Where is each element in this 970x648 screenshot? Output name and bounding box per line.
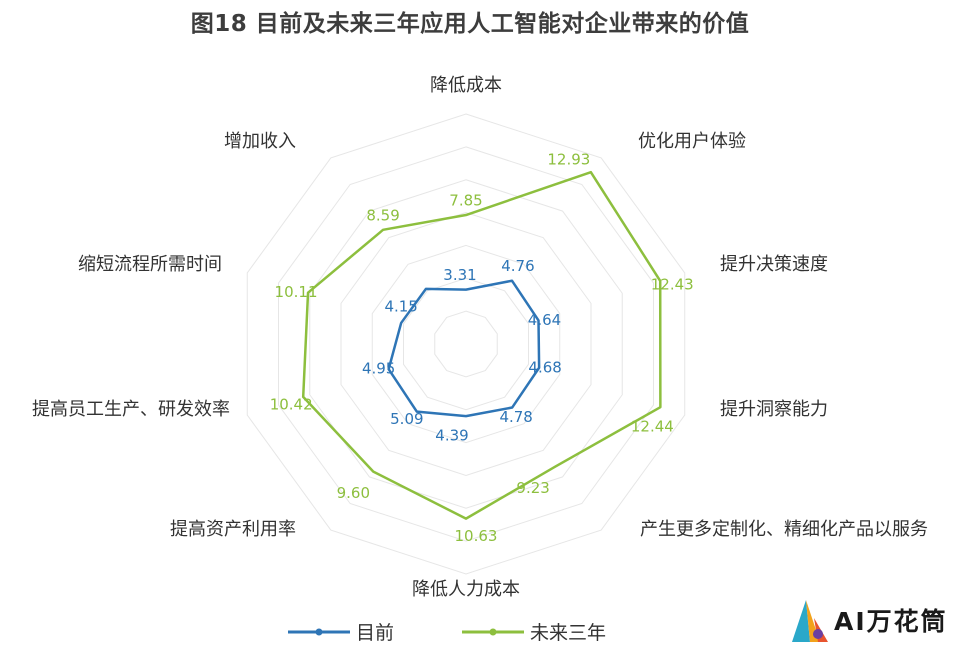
axis-label: 降低成本 [430, 75, 502, 96]
legend-swatch-current [288, 628, 350, 635]
data-label-future: 12.44 [631, 418, 674, 436]
axis-label: 增加收入 [224, 131, 296, 152]
data-label-future: 10.11 [275, 283, 318, 301]
series-layer [301, 170, 662, 520]
axis-label: 降低人力成本 [412, 579, 520, 600]
axis-label: 提高资产利用率 [170, 519, 296, 540]
grid-ring [246, 113, 686, 575]
data-label-future: 9.60 [337, 484, 370, 502]
legend-item-future[interactable]: 未来三年 [462, 618, 606, 645]
data-label-current: 4.64 [528, 311, 561, 329]
data-label-current: 4.76 [501, 257, 534, 275]
axis-labels: 降低成本优化用户体验提升决策速度提升洞察能力产生更多定制化、精细化产品以服务降低… [32, 75, 928, 600]
axis-label: 提升洞察能力 [720, 399, 828, 420]
axis-label: 优化用户体验 [638, 131, 746, 152]
axis-label: 缩短流程所需时间 [78, 254, 222, 275]
radar-grid [246, 113, 686, 575]
data-label-current: 4.95 [362, 360, 395, 378]
data-label-current: 4.68 [528, 358, 561, 376]
legend: 目前 未来三年 [288, 618, 674, 645]
chart-title: 图18 目前及未来三年应用人工智能对企业带来的价值 [190, 11, 750, 37]
data-label-future: 9.23 [516, 479, 549, 497]
data-label-current: 4.15 [384, 297, 417, 315]
axis-label: 提升决策速度 [720, 254, 828, 275]
data-label-future: 12.43 [651, 275, 694, 293]
grid-ring [434, 310, 498, 378]
legend-label-future: 未来三年 [530, 622, 607, 644]
series-line-future [301, 170, 662, 520]
grid-ring [340, 212, 592, 476]
legend-item-current[interactable]: 目前 [288, 618, 394, 645]
axis-label: 产生更多定制化、精细化产品以服务 [640, 519, 928, 540]
legend-swatch-future [462, 628, 525, 635]
data-label-future: 7.85 [449, 192, 482, 210]
series-line-current [387, 279, 541, 418]
data-label-future: 10.63 [455, 527, 498, 545]
data-label-current: 4.39 [435, 427, 468, 445]
grid-ring [278, 146, 654, 542]
grid-ring [403, 277, 529, 411]
data-label-future: 8.59 [366, 206, 399, 224]
watermark-text: AI万花筒 [834, 607, 948, 636]
data-label-current: 5.09 [390, 410, 423, 428]
data-label-future: 12.93 [547, 151, 590, 169]
watermark-logo: AI万花筒 [772, 592, 970, 648]
data-label-future: 10.42 [270, 395, 313, 413]
data-label-current: 3.31 [443, 266, 476, 284]
grid-ring [371, 244, 561, 444]
data-labels: 3.31 4.76 4.64 4.68 4.78 4.39 5.09 4.95 4.15 7.85… [270, 151, 694, 545]
legend-label-current: 目前 [356, 622, 395, 644]
data-label-current: 4.78 [499, 408, 532, 426]
grid-ring [309, 179, 623, 509]
axis-label: 提高员工生产、研发效率 [32, 399, 230, 420]
kaleidoscope-logo-icon [792, 600, 828, 642]
